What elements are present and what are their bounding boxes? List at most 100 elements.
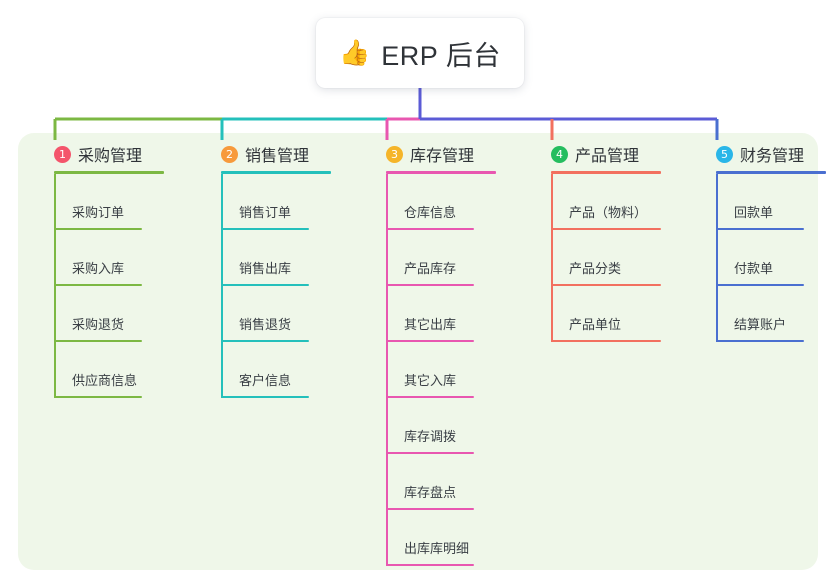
list-item-underline — [386, 564, 474, 566]
list-item-label: 其它入库 — [404, 373, 457, 388]
branch-header-4[interactable]: 4 产品管理 — [533, 142, 661, 166]
list-item-underline — [716, 340, 804, 342]
list-item-label: 产品分类 — [569, 261, 622, 276]
branch-column-3: 3 库存管理仓库信息产品库存其它出库其它入库库存调拨库存盘点出库库明细 — [368, 142, 496, 566]
list-item-label: 客户信息 — [239, 373, 292, 388]
list-item[interactable]: 客户信息 — [203, 342, 331, 398]
branch-header-2[interactable]: 2 销售管理 — [203, 142, 331, 166]
branch-underline-3 — [386, 171, 496, 174]
thumbs-up-icon: 👍 — [339, 38, 371, 67]
branch-column-4: 4 产品管理产品（物料） 产品分类产品单位 — [533, 142, 661, 342]
list-item[interactable]: 销售退货 — [203, 286, 331, 342]
list-item[interactable]: 其它出库 — [368, 286, 496, 342]
list-item-label: 回款单 — [734, 205, 774, 220]
branch-badge-1: 1 — [54, 145, 71, 163]
branch-column-5: 5 财务管理回款单付款单结算账户 — [698, 142, 826, 342]
list-item-underline — [54, 228, 142, 230]
root-title: ERP 后台 — [381, 40, 501, 71]
branch-title-1: 采购管理 — [78, 148, 143, 165]
list-item[interactable]: 仓库信息 — [368, 174, 496, 230]
branch-item-list-3: 仓库信息产品库存其它出库其它入库库存调拨库存盘点出库库明细 — [368, 174, 496, 566]
list-item-label: 产品库存 — [404, 261, 457, 276]
branch-column-2: 2 销售管理销售订单销售出库销售退货客户信息 — [203, 142, 331, 398]
branch-underline-5 — [716, 171, 826, 174]
branch-item-list-2: 销售订单销售出库销售退货客户信息 — [203, 174, 331, 398]
list-item[interactable]: 产品库存 — [368, 230, 496, 286]
list-item[interactable]: 产品分类 — [533, 230, 661, 286]
list-item-underline — [54, 284, 142, 286]
list-item-label: 销售出库 — [239, 261, 292, 276]
branch-header-1[interactable]: 1 采购管理 — [36, 142, 164, 166]
list-item-underline — [386, 396, 474, 398]
branch-header-3[interactable]: 3 库存管理 — [368, 142, 496, 166]
list-item-underline — [54, 340, 142, 342]
branch-column-1: 1 采购管理采购订单采购入库采购退货供应商信息 — [36, 142, 164, 398]
list-item-label: 供应商信息 — [72, 373, 138, 388]
list-item-underline — [716, 228, 804, 230]
branch-title-3: 库存管理 — [410, 148, 475, 165]
list-item[interactable]: 销售出库 — [203, 230, 331, 286]
list-item-label: 销售退货 — [239, 317, 292, 332]
list-item[interactable]: 产品（物料） — [533, 174, 661, 230]
list-item[interactable]: 采购入库 — [36, 230, 164, 286]
list-item-underline — [551, 284, 661, 286]
list-item[interactable]: 销售订单 — [203, 174, 331, 230]
branch-title-5: 财务管理 — [740, 148, 805, 165]
branch-badge-2: 2 — [221, 145, 238, 163]
list-item-underline — [221, 396, 309, 398]
list-item[interactable]: 结算账户 — [698, 286, 826, 342]
list-item[interactable]: 库存盘点 — [368, 454, 496, 510]
branch-spine-4 — [551, 174, 553, 342]
branch-underline-4 — [551, 171, 661, 174]
branch-badge-4: 4 — [551, 145, 568, 163]
list-item-underline — [551, 340, 661, 342]
list-item-label: 产品（物料） — [569, 205, 648, 220]
list-item-underline — [221, 340, 309, 342]
content-panel — [18, 133, 818, 570]
list-item-label: 销售订单 — [239, 205, 292, 220]
list-item-underline — [386, 340, 474, 342]
branch-header-5[interactable]: 5 财务管理 — [698, 142, 826, 166]
list-item-label: 产品单位 — [569, 317, 622, 332]
list-item-label: 采购入库 — [72, 261, 125, 276]
branch-underline-1 — [54, 171, 164, 174]
branch-item-list-4: 产品（物料） 产品分类产品单位 — [533, 174, 661, 342]
list-item-label: 出库库明细 — [404, 541, 470, 556]
list-item[interactable]: 其它入库 — [368, 342, 496, 398]
branch-item-list-1: 采购订单采购入库采购退货供应商信息 — [36, 174, 164, 398]
branch-badge-5: 5 — [716, 145, 733, 163]
list-item-label: 采购退货 — [72, 317, 125, 332]
list-item[interactable]: 回款单 — [698, 174, 826, 230]
list-item-label: 其它出库 — [404, 317, 457, 332]
list-item-underline — [221, 228, 309, 230]
list-item-label: 采购订单 — [72, 205, 125, 220]
list-item[interactable]: 库存调拨 — [368, 398, 496, 454]
list-item-underline — [386, 284, 474, 286]
list-item-underline — [551, 228, 661, 230]
list-item-underline — [716, 284, 804, 286]
list-item[interactable]: 采购订单 — [36, 174, 164, 230]
list-item-underline — [386, 508, 474, 510]
branch-underline-2 — [221, 171, 331, 174]
branch-spine-1 — [54, 174, 56, 398]
list-item-label: 付款单 — [734, 261, 774, 276]
list-item-underline — [54, 396, 142, 398]
list-item[interactable]: 出库库明细 — [368, 510, 496, 566]
list-item[interactable]: 付款单 — [698, 230, 826, 286]
list-item-underline — [221, 284, 309, 286]
list-item[interactable]: 产品单位 — [533, 286, 661, 342]
list-item-label: 仓库信息 — [404, 205, 457, 220]
branch-item-list-5: 回款单付款单结算账户 — [698, 174, 826, 342]
list-item-label: 库存调拨 — [404, 429, 457, 444]
root-node[interactable]: 👍 ERP 后台 — [316, 18, 524, 88]
list-item[interactable]: 采购退货 — [36, 286, 164, 342]
branch-spine-5 — [716, 174, 718, 342]
list-item-label: 结算账户 — [734, 317, 787, 332]
list-item[interactable]: 供应商信息 — [36, 342, 164, 398]
list-item-underline — [386, 228, 474, 230]
branch-badge-3: 3 — [386, 145, 403, 163]
branch-title-4: 产品管理 — [575, 148, 640, 165]
branch-title-2: 销售管理 — [245, 148, 310, 165]
branch-spine-3 — [386, 174, 388, 566]
